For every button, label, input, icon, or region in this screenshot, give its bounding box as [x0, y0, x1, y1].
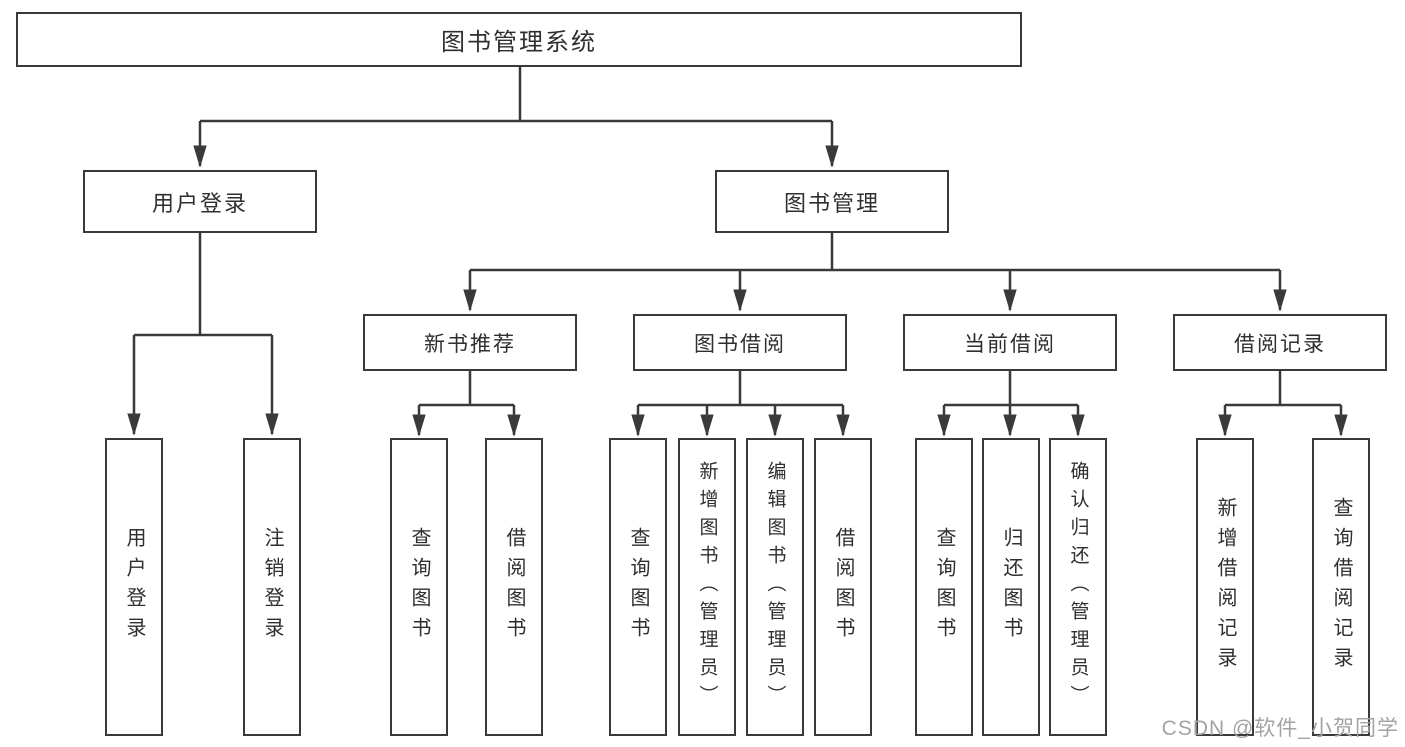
node-book-management: 图书管理	[715, 170, 949, 233]
leaf-confirm-return-admin: 确认归还（管理员）	[1049, 438, 1107, 736]
leaf-add-borrow-record: 新增借阅记录	[1196, 438, 1254, 736]
node-new-book-recommendation: 新书推荐	[363, 314, 577, 371]
leaf-add-books-admin: 新增图书（管理员）	[678, 438, 736, 736]
leaf-query-books-recommend: 查询图书	[390, 438, 448, 736]
leaf-query-books-borrow: 查询图书	[609, 438, 667, 736]
node-book-borrowing: 图书借阅	[633, 314, 847, 371]
leaf-user-login: 用户登录	[105, 438, 163, 736]
node-current-borrowing: 当前借阅	[903, 314, 1117, 371]
leaf-borrow-books-recommend: 借阅图书	[485, 438, 543, 736]
leaf-edit-books-admin: 编辑图书（管理员）	[746, 438, 804, 736]
leaf-query-books-current: 查询图书	[915, 438, 973, 736]
node-borrowing-records: 借阅记录	[1173, 314, 1387, 371]
node-library-management-system: 图书管理系统	[16, 12, 1022, 67]
leaf-logout: 注销登录	[243, 438, 301, 736]
leaf-return-books: 归还图书	[982, 438, 1040, 736]
node-user-login: 用户登录	[83, 170, 317, 233]
leaf-borrow-books: 借阅图书	[814, 438, 872, 736]
leaf-query-borrow-record: 查询借阅记录	[1312, 438, 1370, 736]
watermark: CSDN @软件_小贺同学	[1161, 717, 1399, 740]
